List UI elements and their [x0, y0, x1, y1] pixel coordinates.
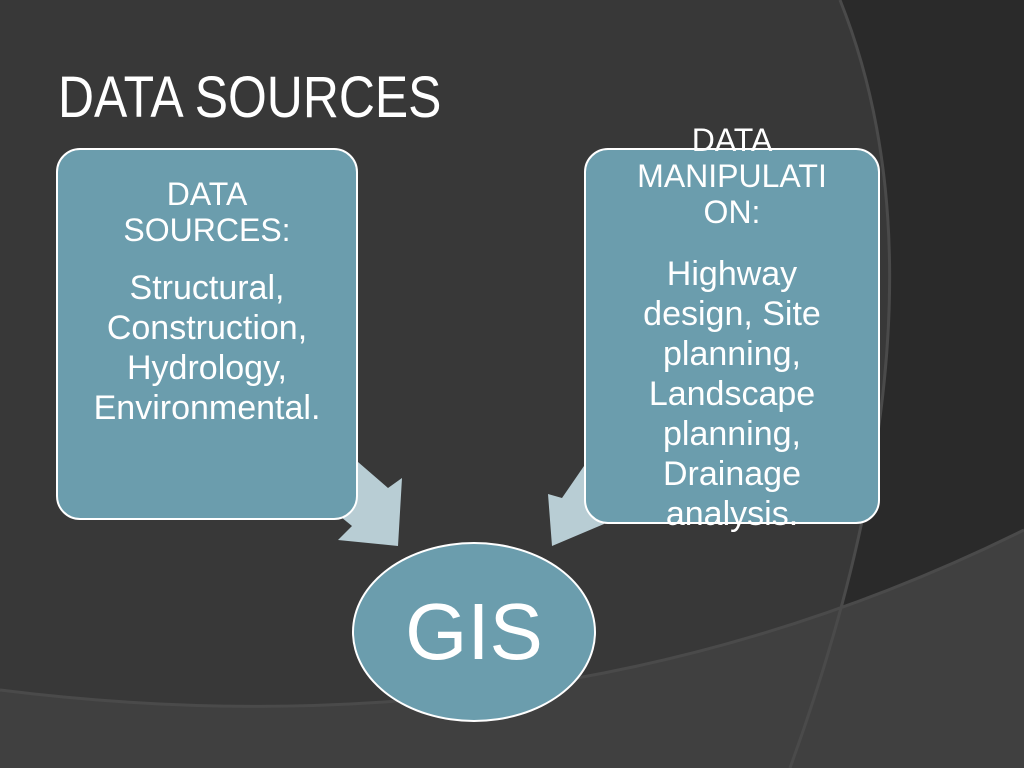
- gis-label: GIS: [405, 587, 543, 676]
- list-line: planning,: [662, 415, 801, 453]
- data-sources-heading: DATA SOURCES:: [58, 176, 356, 248]
- data-sources-box: DATA SOURCES: Structural, Construction, …: [56, 148, 358, 520]
- data-manipulation-heading: DATA MANIPULATI ON:: [584, 122, 880, 230]
- list-line: planning,: [662, 335, 801, 373]
- data-manipulation-list: Highway design, Site planning, Landscape…: [584, 254, 880, 534]
- heading-line: ON:: [703, 194, 761, 230]
- list-line: Drainage: [663, 455, 801, 493]
- gis-ellipse: GIS: [352, 542, 596, 722]
- heading-line: DATA: [691, 122, 773, 158]
- list-line: Hydrology,: [127, 349, 287, 387]
- heading-line: SOURCES:: [123, 212, 291, 248]
- list-line: Construction,: [106, 309, 308, 347]
- data-manipulation-text: DATA MANIPULATI ON: Highway design, Site…: [584, 122, 880, 534]
- data-sources-list: Structural, Construction, Hydrology, Env…: [58, 268, 356, 428]
- list-line: design, Site: [643, 295, 821, 333]
- list-line: Environmental.: [93, 389, 321, 427]
- list-line: Highway: [666, 255, 798, 293]
- data-manipulation-box: [584, 148, 880, 524]
- list-line: Structural,: [129, 269, 285, 307]
- heading-line: DATA: [166, 176, 248, 212]
- list-line: analysis.: [665, 495, 799, 533]
- heading-line: MANIPULATI: [637, 158, 827, 194]
- slide-title: DATA SOURCES: [58, 65, 442, 130]
- list-line: Landscape: [648, 375, 816, 413]
